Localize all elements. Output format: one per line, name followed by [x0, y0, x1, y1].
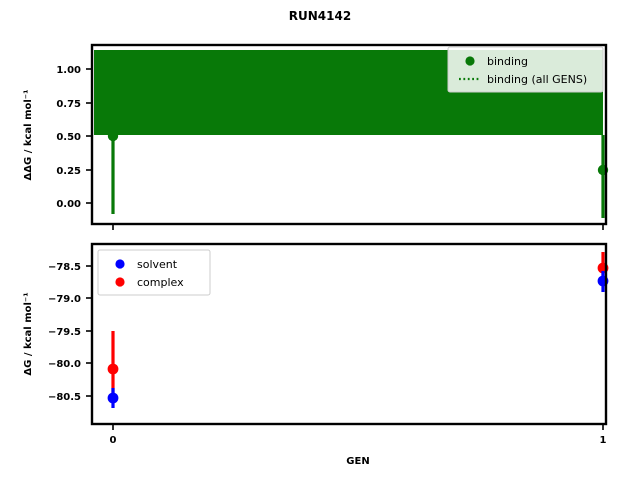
top-y-tick-label-2: 0.75 [56, 99, 81, 110]
top-panel-x-ticks [112, 224, 604, 230]
dot-icon [115, 277, 125, 287]
bottom-panel-legend: solvent complex [97, 249, 211, 296]
bottom-y-tick-label-4: −80.0 [48, 359, 81, 370]
top-y-tick-label-5: 0.00 [56, 199, 81, 210]
dot-icon [115, 259, 125, 269]
top-y-tick-label-3: 0.50 [56, 132, 81, 143]
bottom-legend-entry-solvent: solvent [137, 258, 178, 271]
bottom-x-tick-label-0: 0 [110, 435, 117, 446]
top-y-tick-label-4: 0.25 [56, 166, 81, 177]
dot-icon [465, 56, 475, 66]
bottom-panel: −78.5 −79.0 −79.5 −80.0 −80.5 0 1 ΔG / k… [23, 242, 609, 467]
top-panel-y-ticks [86, 68, 92, 204]
bottom-panel-axes-frame [90, 242, 608, 426]
solvent-point-gen0 [107, 388, 119, 408]
bottom-y-tick-label-3: −79.5 [48, 327, 81, 338]
top-panel: 1.00 0.75 0.50 0.25 0.00 ΔΔG / kcal mol⁻… [23, 43, 609, 230]
top-legend-box [447, 46, 604, 93]
bottom-y-tick-label-1: −78.5 [48, 262, 81, 273]
bottom-panel-x-axis-label: GEN [346, 456, 369, 467]
bottom-legend-entry-complex: complex [137, 276, 184, 289]
bottom-legend-box [97, 249, 211, 296]
binding-point-gen0 [107, 130, 119, 214]
top-y-tick-label-1: 1.00 [56, 65, 81, 76]
top-panel-axes-frame [90, 43, 608, 226]
top-panel-y-axis-label: ΔΔG / kcal mol⁻¹ [23, 90, 34, 181]
top-panel-legend: binding binding (all GENS) [447, 46, 604, 93]
bottom-panel-y-ticks [86, 265, 92, 397]
page-title: RUN4142 [289, 9, 351, 23]
bottom-panel-y-axis-label: ΔG / kcal mol⁻¹ [23, 292, 34, 375]
bottom-y-tick-label-5: −80.5 [48, 392, 81, 403]
bottom-y-tick-label-2: −79.0 [48, 294, 81, 305]
bottom-panel-x-ticks [112, 424, 604, 430]
top-legend-entry-binding-all-gens: binding (all GENS) [487, 73, 587, 86]
bottom-x-tick-label-1: 1 [600, 435, 607, 446]
top-legend-entry-binding: binding [487, 55, 528, 68]
